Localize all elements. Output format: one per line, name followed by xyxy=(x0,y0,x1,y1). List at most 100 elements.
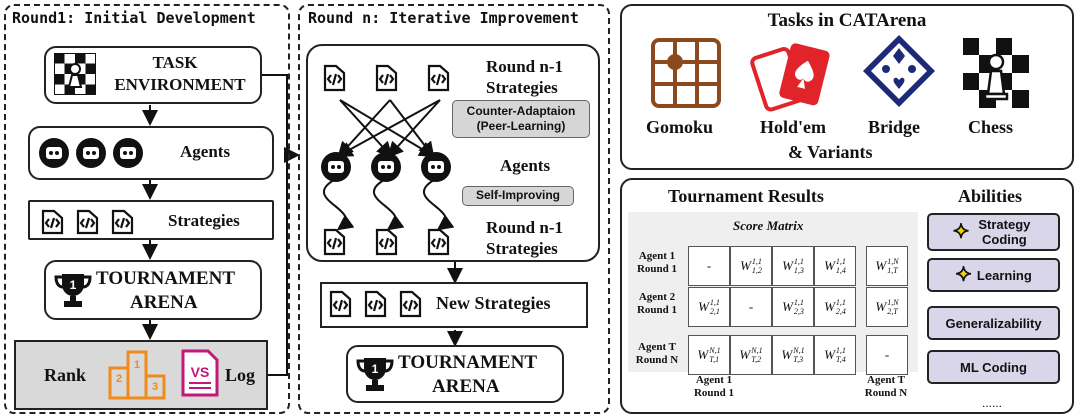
row1-round: Round 1 xyxy=(636,263,678,275)
self-improving-tag: Self-Improving xyxy=(462,186,574,206)
matrix-superscript: 1,1 xyxy=(709,298,720,307)
holdem-cards-icon xyxy=(750,43,830,112)
matrix-subscript: 1,3 xyxy=(793,266,804,275)
svg-text:1: 1 xyxy=(372,362,379,376)
ability-label-1: Strategy Coding xyxy=(978,217,1031,247)
task-chess: Chess xyxy=(968,117,1014,137)
row1-agent: Agent 1 xyxy=(638,250,676,262)
row3-agent: Agent T xyxy=(638,341,676,353)
top-strategies-line2: Strategies xyxy=(486,78,558,97)
bridge-icon xyxy=(863,35,935,107)
new-strategies-label: New Strategies xyxy=(436,293,551,313)
score-matrix-title: Score Matrix xyxy=(733,218,804,233)
podium-2: 2 xyxy=(116,373,122,385)
abilities-title: Abilities xyxy=(958,186,1023,206)
matrix-cell-last: - xyxy=(866,335,908,375)
matrix-symbol: W xyxy=(739,347,751,362)
row2-round: Round 1 xyxy=(636,304,678,316)
matrix-subscript: 1,4 xyxy=(835,266,846,275)
chess-board-icon xyxy=(54,53,96,95)
star-icon: ✦ xyxy=(952,220,970,243)
counter-line2: (Peer-Learning) xyxy=(476,119,566,133)
matrix-subscript: T,4 xyxy=(835,355,846,364)
agents-label-roundn: Agents xyxy=(500,156,551,175)
strategies-label-round1: Strategies xyxy=(168,211,240,230)
robot-icons-roundn xyxy=(321,152,451,182)
matrix-superscript: 1,1 xyxy=(793,298,804,307)
matrix-cell: - xyxy=(730,287,772,327)
matrix-subscript: T,1 xyxy=(709,355,720,364)
matrix-cell: - xyxy=(688,246,730,286)
col2-agent: Agent T xyxy=(867,374,905,386)
code-file-icons-bottom xyxy=(323,228,450,256)
matrix-superscript: 1,1 xyxy=(793,257,804,266)
matrix-symbol: W xyxy=(824,299,835,314)
gomoku-icon xyxy=(651,38,721,108)
matrix-symbol: W xyxy=(824,258,835,273)
matrix-superscript: 1,1 xyxy=(751,257,762,266)
matrix-symbol: W xyxy=(697,347,709,362)
bottom-strategies-line1: Round n-1 xyxy=(486,218,564,237)
round1-panel xyxy=(4,4,290,414)
matrix-superscript: 1,N xyxy=(887,257,899,266)
ability-ml-coding: ML Coding xyxy=(927,350,1060,384)
matrix-symbol: W xyxy=(824,347,835,362)
arena-line2-roundn: ARENA xyxy=(432,376,500,397)
vs-text: VS xyxy=(191,364,210,380)
matrix-superscript: 1,N xyxy=(887,298,899,307)
task-bridge: Bridge xyxy=(868,117,920,137)
col2-round: Round N xyxy=(864,387,908,399)
matrix-subscript: 1,2 xyxy=(751,266,762,275)
tasks-panel xyxy=(620,4,1074,170)
matrix-symbol: W xyxy=(781,347,793,362)
counter-line1: Counter-Adaptaion xyxy=(466,104,576,118)
matrix-superscript: 1,1 xyxy=(835,346,846,355)
matrix-dash: - xyxy=(706,258,712,273)
matrix-subscript: 2,1 xyxy=(709,307,720,316)
matrix-dash: - xyxy=(748,299,754,314)
ability-strategy-coding: ✦ Strategy Coding xyxy=(927,213,1060,251)
matrix-dash: - xyxy=(884,347,890,362)
vs-log-icon: VS xyxy=(181,349,219,397)
matrix-symbol: W xyxy=(740,258,751,273)
matrix-symbol: W xyxy=(875,299,887,314)
matrix-subscript: T,3 xyxy=(793,355,804,364)
rank-label: Rank xyxy=(44,365,87,385)
matrix-superscript: N,1 xyxy=(709,346,721,355)
matrix-symbol: W xyxy=(782,258,793,273)
bottom-strategies-line2: Strategies xyxy=(486,239,558,258)
task-env-line2: ENVIRONMENT xyxy=(114,75,246,94)
code-file-icons-round1 xyxy=(41,209,134,235)
matrix-superscript: 1,1 xyxy=(835,257,846,266)
task-variants: & Variants xyxy=(788,142,873,162)
matrix-subscript: 2,4 xyxy=(835,307,846,316)
new-strategies-box xyxy=(320,282,588,328)
matrix-symbol: W xyxy=(875,258,887,273)
roundn-title: Round n: Iterative Improvement xyxy=(308,9,579,27)
task-gomoku: Gomoku xyxy=(646,117,714,137)
results-panel xyxy=(620,178,1074,414)
round1-title: Round1: Initial Development xyxy=(12,9,256,27)
matrix-subscript: T,2 xyxy=(751,355,762,364)
matrix-symbol: W xyxy=(698,299,709,314)
task-holdem: Hold'em xyxy=(760,117,826,137)
trophy-icon-roundn: 1 xyxy=(356,358,394,391)
robot-icons-round1 xyxy=(39,138,143,168)
abilities-more: ...... xyxy=(982,396,1003,410)
podium-3: 3 xyxy=(152,381,158,393)
arena-line1-round1: TOURNAMENT xyxy=(96,268,235,289)
